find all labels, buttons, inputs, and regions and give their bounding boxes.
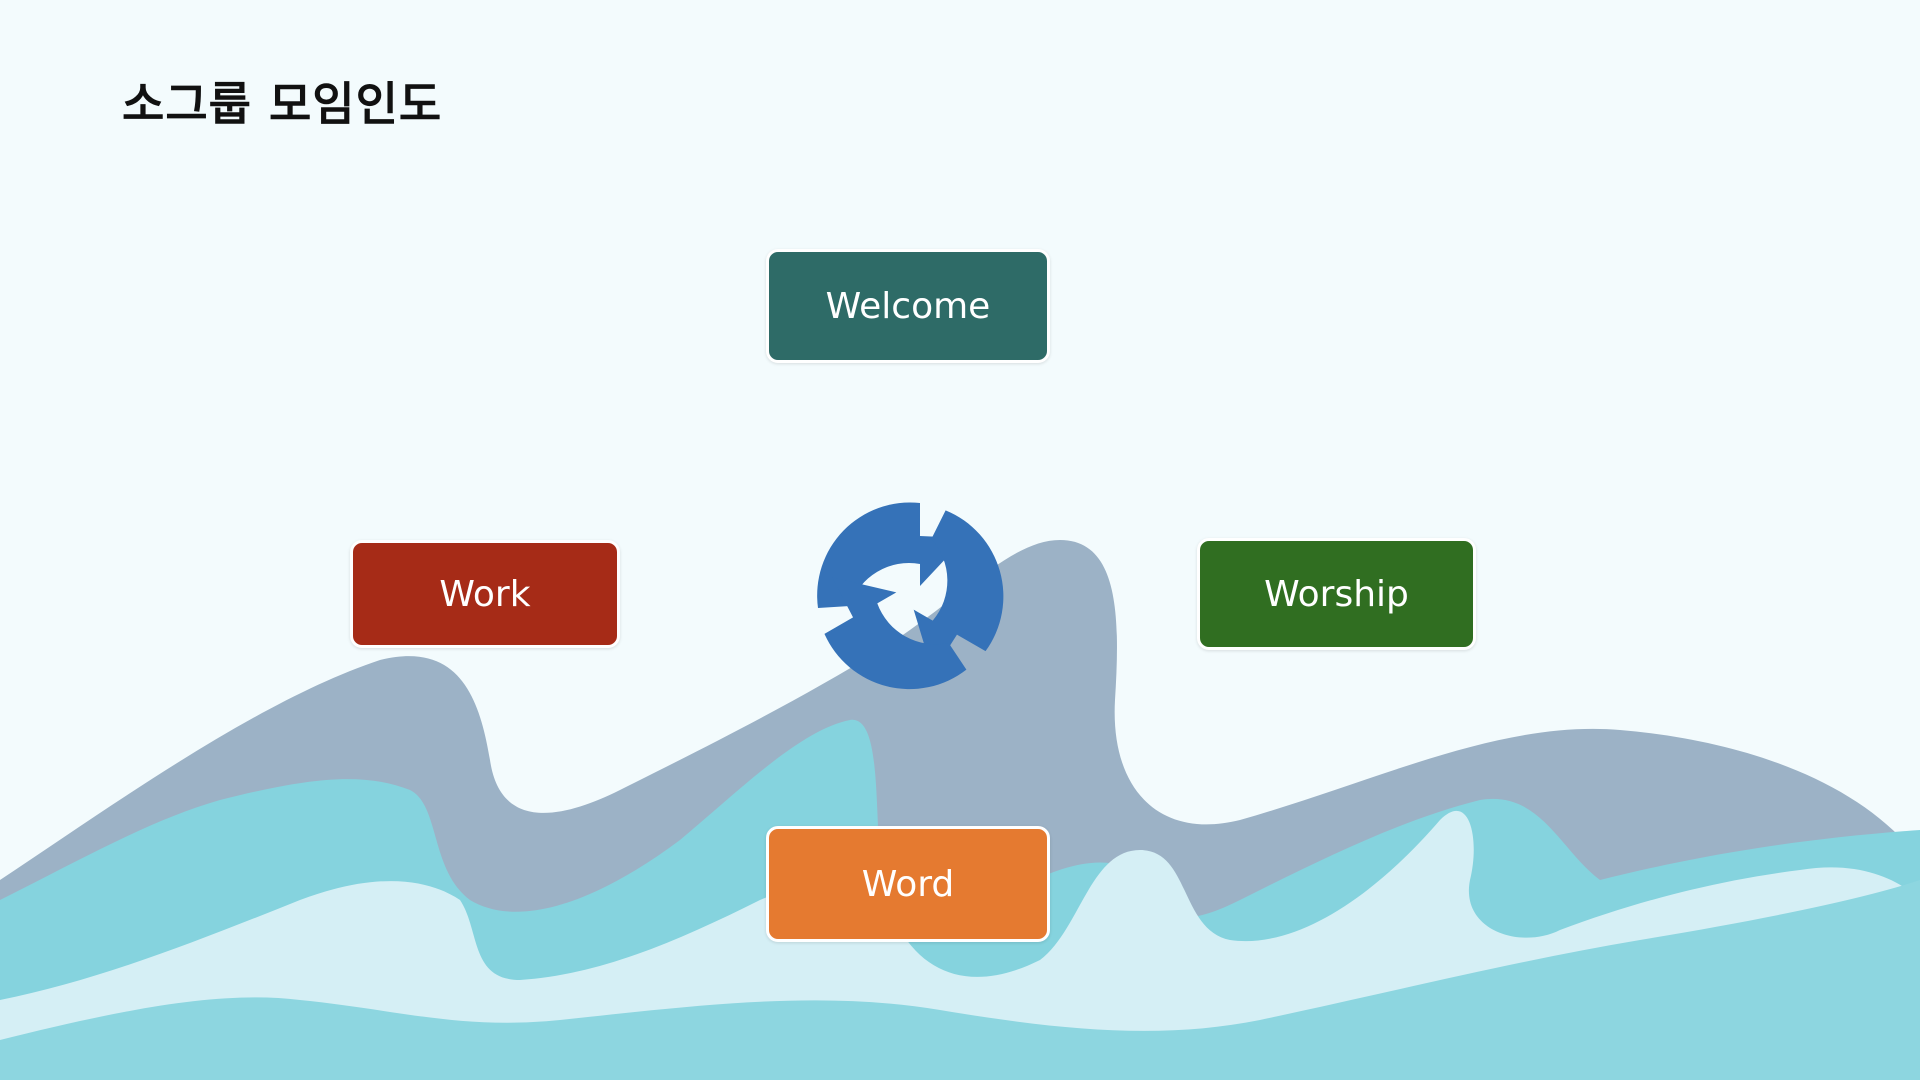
work-box: Work	[350, 540, 620, 648]
word-label: Word	[861, 863, 955, 905]
arrow-segment	[824, 577, 967, 690]
worship-label: Worship	[1264, 573, 1409, 615]
arrow-segment	[913, 510, 1004, 673]
front-teal-wave	[0, 880, 1920, 1080]
work-label: Work	[439, 573, 531, 615]
welcome-box: Welcome	[766, 249, 1050, 363]
welcome-label: Welcome	[825, 285, 991, 327]
word-box: Word	[766, 826, 1050, 942]
worship-box: Worship	[1197, 538, 1476, 650]
arrow-segment	[817, 502, 965, 608]
cycle-arrows-icon	[817, 502, 1004, 690]
slide-title: 소그룹 모임인도	[122, 77, 443, 131]
